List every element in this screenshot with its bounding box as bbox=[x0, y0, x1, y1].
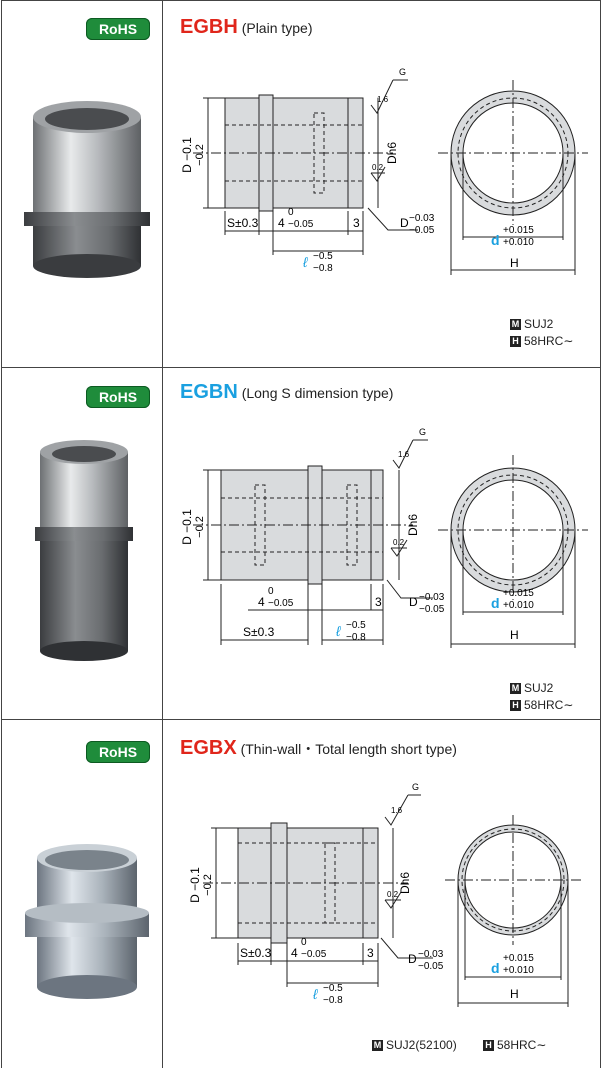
product-photo bbox=[24, 101, 150, 278]
dim-3: 3 bbox=[375, 595, 382, 609]
dimension-drawing: D −0.1 −0.2 Dh6 S±0.3 4 0 −0.05 3 D −0.0… bbox=[188, 782, 581, 1007]
dim-D2-tol-top: −0.03 bbox=[418, 949, 444, 960]
dim-d-tol-bot: +0.010 bbox=[503, 237, 534, 248]
hardness-icon: H bbox=[510, 700, 521, 712]
product-code: EGBH bbox=[180, 16, 238, 38]
dim-4: 4 bbox=[291, 946, 298, 960]
dim-d: d bbox=[491, 960, 500, 976]
dim-4-tol-top: 0 bbox=[301, 937, 307, 948]
hardness-icon: H bbox=[510, 336, 521, 348]
dim-3: 3 bbox=[367, 946, 374, 960]
section-title: EGBH (Plain type) bbox=[180, 16, 313, 39]
dim-4-tol-top: 0 bbox=[288, 207, 294, 218]
material-icon: M bbox=[510, 683, 521, 695]
material-icon: M bbox=[510, 319, 521, 331]
row-divider bbox=[1, 0, 601, 1]
dim-D2-tol-bot: −0.05 bbox=[419, 604, 445, 615]
product-code: EGBN bbox=[180, 381, 238, 403]
dim-D2: D bbox=[400, 216, 409, 230]
dim-S: S±0.3 bbox=[240, 946, 272, 960]
product-type: (Thin-wall・Total length short type) bbox=[240, 741, 457, 757]
dim-D2: D bbox=[408, 952, 417, 966]
row-divider bbox=[1, 367, 601, 368]
product-type: (Long S dimension type) bbox=[241, 385, 394, 401]
roughness-1: 1.6 bbox=[377, 95, 389, 104]
hardness-icon: H bbox=[483, 1040, 494, 1052]
dim-D2-tol-top: −0.03 bbox=[409, 213, 435, 224]
column-divider bbox=[162, 0, 163, 1068]
roughness-2: 0.2 bbox=[393, 538, 405, 547]
dim-l-tol-bot: −0.8 bbox=[346, 632, 366, 643]
dim-S: S±0.3 bbox=[243, 625, 275, 639]
dim-D: D −0.1 bbox=[180, 137, 194, 173]
dim-d-tol-bot: +0.010 bbox=[503, 600, 534, 611]
product-code: EGBX bbox=[180, 737, 237, 759]
dim-l: ℓ bbox=[335, 623, 341, 639]
material-icon: M bbox=[372, 1040, 383, 1052]
dim-l: ℓ bbox=[302, 254, 308, 270]
dim-4-tol-top: 0 bbox=[268, 586, 274, 597]
dim-d: d bbox=[491, 595, 500, 611]
dimension-drawing: D −0.1 −0.2 Dh6 4 0 −0.05 3 D −0.03 −0.0… bbox=[180, 427, 588, 648]
dim-d-tol-top: +0.015 bbox=[503, 953, 534, 964]
dim-D-tol: −0.2 bbox=[194, 516, 206, 538]
row-divider bbox=[1, 719, 601, 720]
dimension-drawing: D −0.1 −0.2 Dh6 S±0.3 4 0 −0.05 3 D −0.0… bbox=[180, 67, 588, 275]
grind-G: G bbox=[399, 67, 406, 77]
section-title: EGBX (Thin-wall・Total length short type) bbox=[180, 737, 457, 760]
dim-l-tol-bot: −0.8 bbox=[323, 995, 343, 1006]
dim-D2-tol-bot: −0.05 bbox=[409, 225, 435, 236]
rohs-badge: RoHS bbox=[86, 741, 150, 763]
roughness-2: 0.2 bbox=[387, 890, 399, 899]
dim-D: D −0.1 bbox=[188, 867, 202, 903]
roughness-1: 1.6 bbox=[398, 450, 410, 459]
dim-4: 4 bbox=[278, 216, 285, 230]
product-photo bbox=[25, 844, 149, 999]
dim-4-tol-bot: −0.05 bbox=[301, 949, 327, 960]
dim-D2-tol-top: −0.03 bbox=[419, 592, 445, 603]
dim-H: H bbox=[510, 256, 519, 270]
dim-4: 4 bbox=[258, 595, 265, 609]
dim-D2: D bbox=[409, 595, 418, 609]
dim-H: H bbox=[510, 628, 519, 642]
rohs-badge: RoHS bbox=[86, 386, 150, 408]
dim-D2-tol-bot: −0.05 bbox=[418, 961, 444, 972]
dim-l-tol-top: −0.5 bbox=[313, 251, 333, 262]
product-photo bbox=[35, 440, 133, 661]
dim-D: D −0.1 bbox=[180, 509, 194, 545]
dim-Dh6: Dh6 bbox=[406, 514, 420, 536]
dim-d-tol-bot: +0.010 bbox=[503, 965, 534, 976]
dim-l-tol-top: −0.5 bbox=[346, 620, 366, 631]
dim-4-tol-bot: −0.05 bbox=[268, 598, 294, 609]
roughness-2: 0.2 bbox=[372, 163, 384, 172]
dim-3: 3 bbox=[353, 216, 360, 230]
grind-G: G bbox=[419, 427, 426, 437]
product-type: (Plain type) bbox=[241, 20, 313, 36]
dim-S: S±0.3 bbox=[227, 216, 259, 230]
roughness-1: 1.6 bbox=[391, 806, 403, 815]
dim-l: ℓ bbox=[312, 986, 318, 1002]
dim-D-tol: −0.2 bbox=[202, 874, 214, 896]
dim-H: H bbox=[510, 987, 519, 1001]
dim-d: d bbox=[491, 232, 500, 248]
dim-D-tol: −0.2 bbox=[194, 144, 206, 166]
dim-4-tol-bot: −0.05 bbox=[288, 219, 314, 230]
dim-l-tol-bot: −0.8 bbox=[313, 263, 333, 274]
dim-l-tol-top: −0.5 bbox=[323, 983, 343, 994]
section-title: EGBN (Long S dimension type) bbox=[180, 381, 393, 404]
grind-G: G bbox=[412, 782, 419, 792]
dim-d-tol-top: +0.015 bbox=[503, 225, 534, 236]
dim-d-tol-top: +0.015 bbox=[503, 588, 534, 599]
dim-Dh6: Dh6 bbox=[385, 142, 399, 164]
dim-Dh6: Dh6 bbox=[398, 872, 412, 894]
rohs-badge: RoHS bbox=[86, 18, 150, 40]
